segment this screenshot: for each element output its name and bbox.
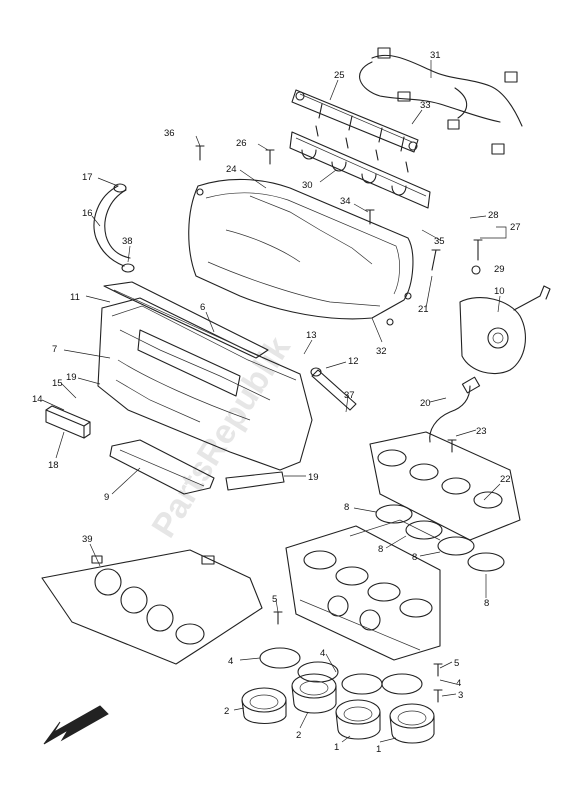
callout-4c: 4 (456, 678, 461, 689)
callout-17: 17 (82, 172, 93, 183)
gasket-plate-part (41, 549, 263, 665)
callout-27: 27 (510, 222, 521, 233)
joint-plate-part (369, 431, 521, 541)
callout-2a: 2 (224, 706, 229, 717)
callout-7: 7 (52, 344, 57, 355)
intake-duct-part (103, 281, 269, 359)
breather-hose-part (93, 185, 131, 267)
fuel-rail-part (291, 89, 419, 153)
front-direction-arrow-icon (43, 705, 109, 745)
throttle-sensor-part (459, 285, 551, 374)
callout-19b: 19 (308, 472, 319, 483)
callout-4b: 4 (320, 648, 325, 659)
hose-clamps-part (113, 183, 135, 273)
joint-1b (389, 703, 435, 744)
callout-38: 38 (122, 236, 133, 247)
joint-2a (241, 687, 287, 725)
injector-manifold-part (289, 125, 431, 209)
callout-30: 30 (302, 180, 313, 191)
callout-33: 33 (420, 100, 431, 111)
joint-2b (291, 673, 337, 714)
callout-20: 20 (420, 398, 431, 409)
intake-joints-part (241, 647, 435, 744)
callout-3: 3 (458, 690, 463, 701)
callout-14: 14 (32, 394, 43, 405)
callout-labels: 31 25 33 36 26 24 30 34 28 27 35 29 17 1… (32, 50, 521, 755)
callout-25: 25 (334, 70, 345, 81)
callout-22: 22 (500, 474, 511, 485)
callout-1b: 1 (376, 744, 381, 755)
rubber-block-part (45, 405, 91, 439)
callout-11: 11 (70, 292, 80, 303)
callout-5b: 5 (454, 658, 459, 669)
callout-4a: 4 (228, 656, 233, 667)
callout-35: 35 (434, 236, 445, 247)
callout-8d: 8 (484, 598, 489, 609)
callout-10: 10 (494, 286, 505, 297)
callout-12: 12 (348, 356, 359, 367)
callout-16: 16 (82, 208, 93, 219)
callout-5a: 5 (272, 594, 277, 605)
watermark-text: PartsRepublik (145, 330, 298, 544)
callout-39: 39 (82, 534, 93, 545)
callout-15: 15 (52, 378, 63, 389)
callout-6: 6 (200, 302, 205, 313)
seal-strip-part (109, 439, 285, 495)
callout-19a: 19 (66, 372, 77, 383)
callout-34: 34 (340, 196, 351, 207)
callout-26: 26 (236, 138, 247, 149)
callout-36: 36 (164, 128, 175, 139)
callout-8a: 8 (344, 502, 349, 513)
callout-1a: 1 (334, 742, 339, 753)
air-filter-case-part (97, 297, 313, 471)
bolts-part (195, 145, 483, 703)
callout-2b: 2 (296, 730, 301, 741)
joint-1a (335, 699, 381, 740)
callout-8c: 8 (412, 552, 417, 563)
throttle-body-assembly-part (285, 519, 441, 661)
leader-lines (41, 60, 507, 743)
callout-13: 13 (306, 330, 317, 341)
callout-21: 21 (418, 304, 429, 315)
o-rings-part (375, 504, 505, 572)
callout-31: 31 (430, 50, 441, 61)
callout-24: 24 (226, 164, 237, 175)
callout-8b: 8 (378, 544, 383, 555)
callout-28: 28 (488, 210, 499, 221)
callout-9: 9 (104, 492, 109, 503)
callout-18: 18 (48, 460, 59, 471)
air-cleaner-cover-part (188, 178, 414, 326)
drain-pipe-part (310, 367, 357, 411)
callout-37: 37 (344, 390, 355, 401)
callout-23: 23 (476, 426, 487, 437)
callout-32: 32 (376, 346, 387, 357)
sensor-lead-part (429, 376, 481, 443)
wire-harness-part (359, 47, 523, 155)
callout-29: 29 (494, 264, 505, 275)
